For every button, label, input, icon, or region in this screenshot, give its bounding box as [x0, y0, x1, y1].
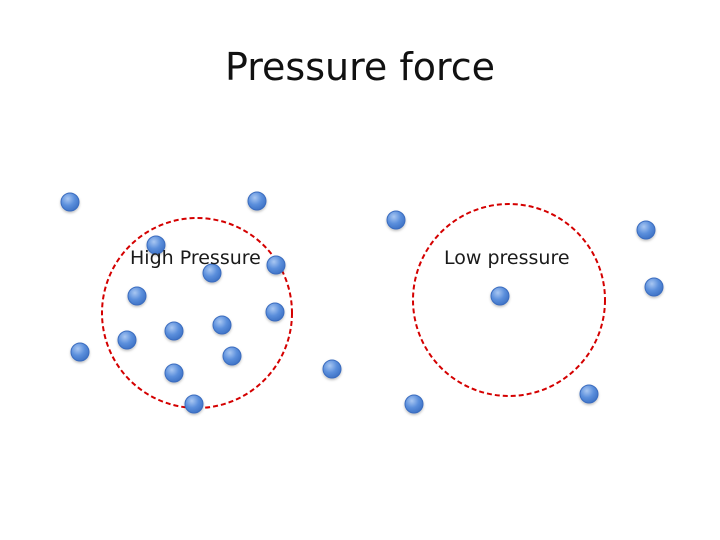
molecule: [164, 321, 184, 341]
molecule: [117, 330, 137, 350]
molecule: [644, 277, 664, 297]
molecule: [184, 394, 204, 414]
slide-title: Pressure force: [224, 45, 496, 89]
low-pressure-label: Low pressure: [444, 247, 570, 269]
molecule: [636, 220, 656, 240]
molecule: [322, 359, 342, 379]
low-pressure-boundary: [412, 203, 606, 397]
molecule: [222, 346, 242, 366]
molecule: [265, 302, 285, 322]
molecule: [202, 263, 222, 283]
molecule: [60, 192, 80, 212]
molecule: [164, 363, 184, 383]
molecule: [70, 342, 90, 362]
molecule: [247, 191, 267, 211]
molecule: [490, 286, 510, 306]
molecule: [579, 384, 599, 404]
molecule: [404, 394, 424, 414]
molecule: [386, 210, 406, 230]
molecule: [127, 286, 147, 306]
molecule: [212, 315, 232, 335]
molecules: [60, 191, 664, 414]
molecule: [266, 255, 286, 275]
molecule: [146, 235, 166, 255]
high-pressure-label: High Pressure: [130, 247, 261, 269]
